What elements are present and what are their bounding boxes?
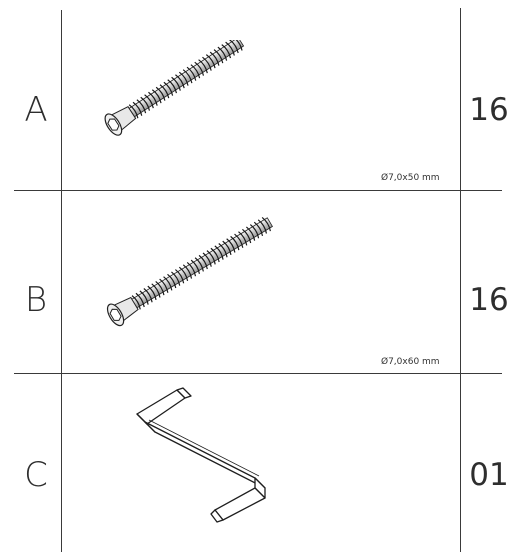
part-quantity-b: 16 — [469, 282, 509, 318]
part-quantity-c: 01 — [469, 457, 509, 493]
part-dimension-a: Ø7,0x50 mm — [381, 173, 440, 183]
column-divider-left — [61, 10, 62, 552]
part-letter-a: A — [24, 90, 48, 130]
row-divider-1 — [14, 190, 502, 191]
screw-60mm-icon — [106, 216, 273, 327]
part-dimension-b: Ø7,0x60 mm — [381, 357, 440, 367]
column-divider-right — [460, 8, 461, 552]
screw-50mm-icon — [104, 40, 245, 136]
row-divider-2 — [14, 373, 502, 374]
part-quantity-a: 16 — [469, 92, 509, 128]
hex-allen-key-icon — [136, 387, 266, 523]
part-letter-c: C — [24, 455, 48, 495]
part-letter-b: B — [24, 280, 48, 320]
